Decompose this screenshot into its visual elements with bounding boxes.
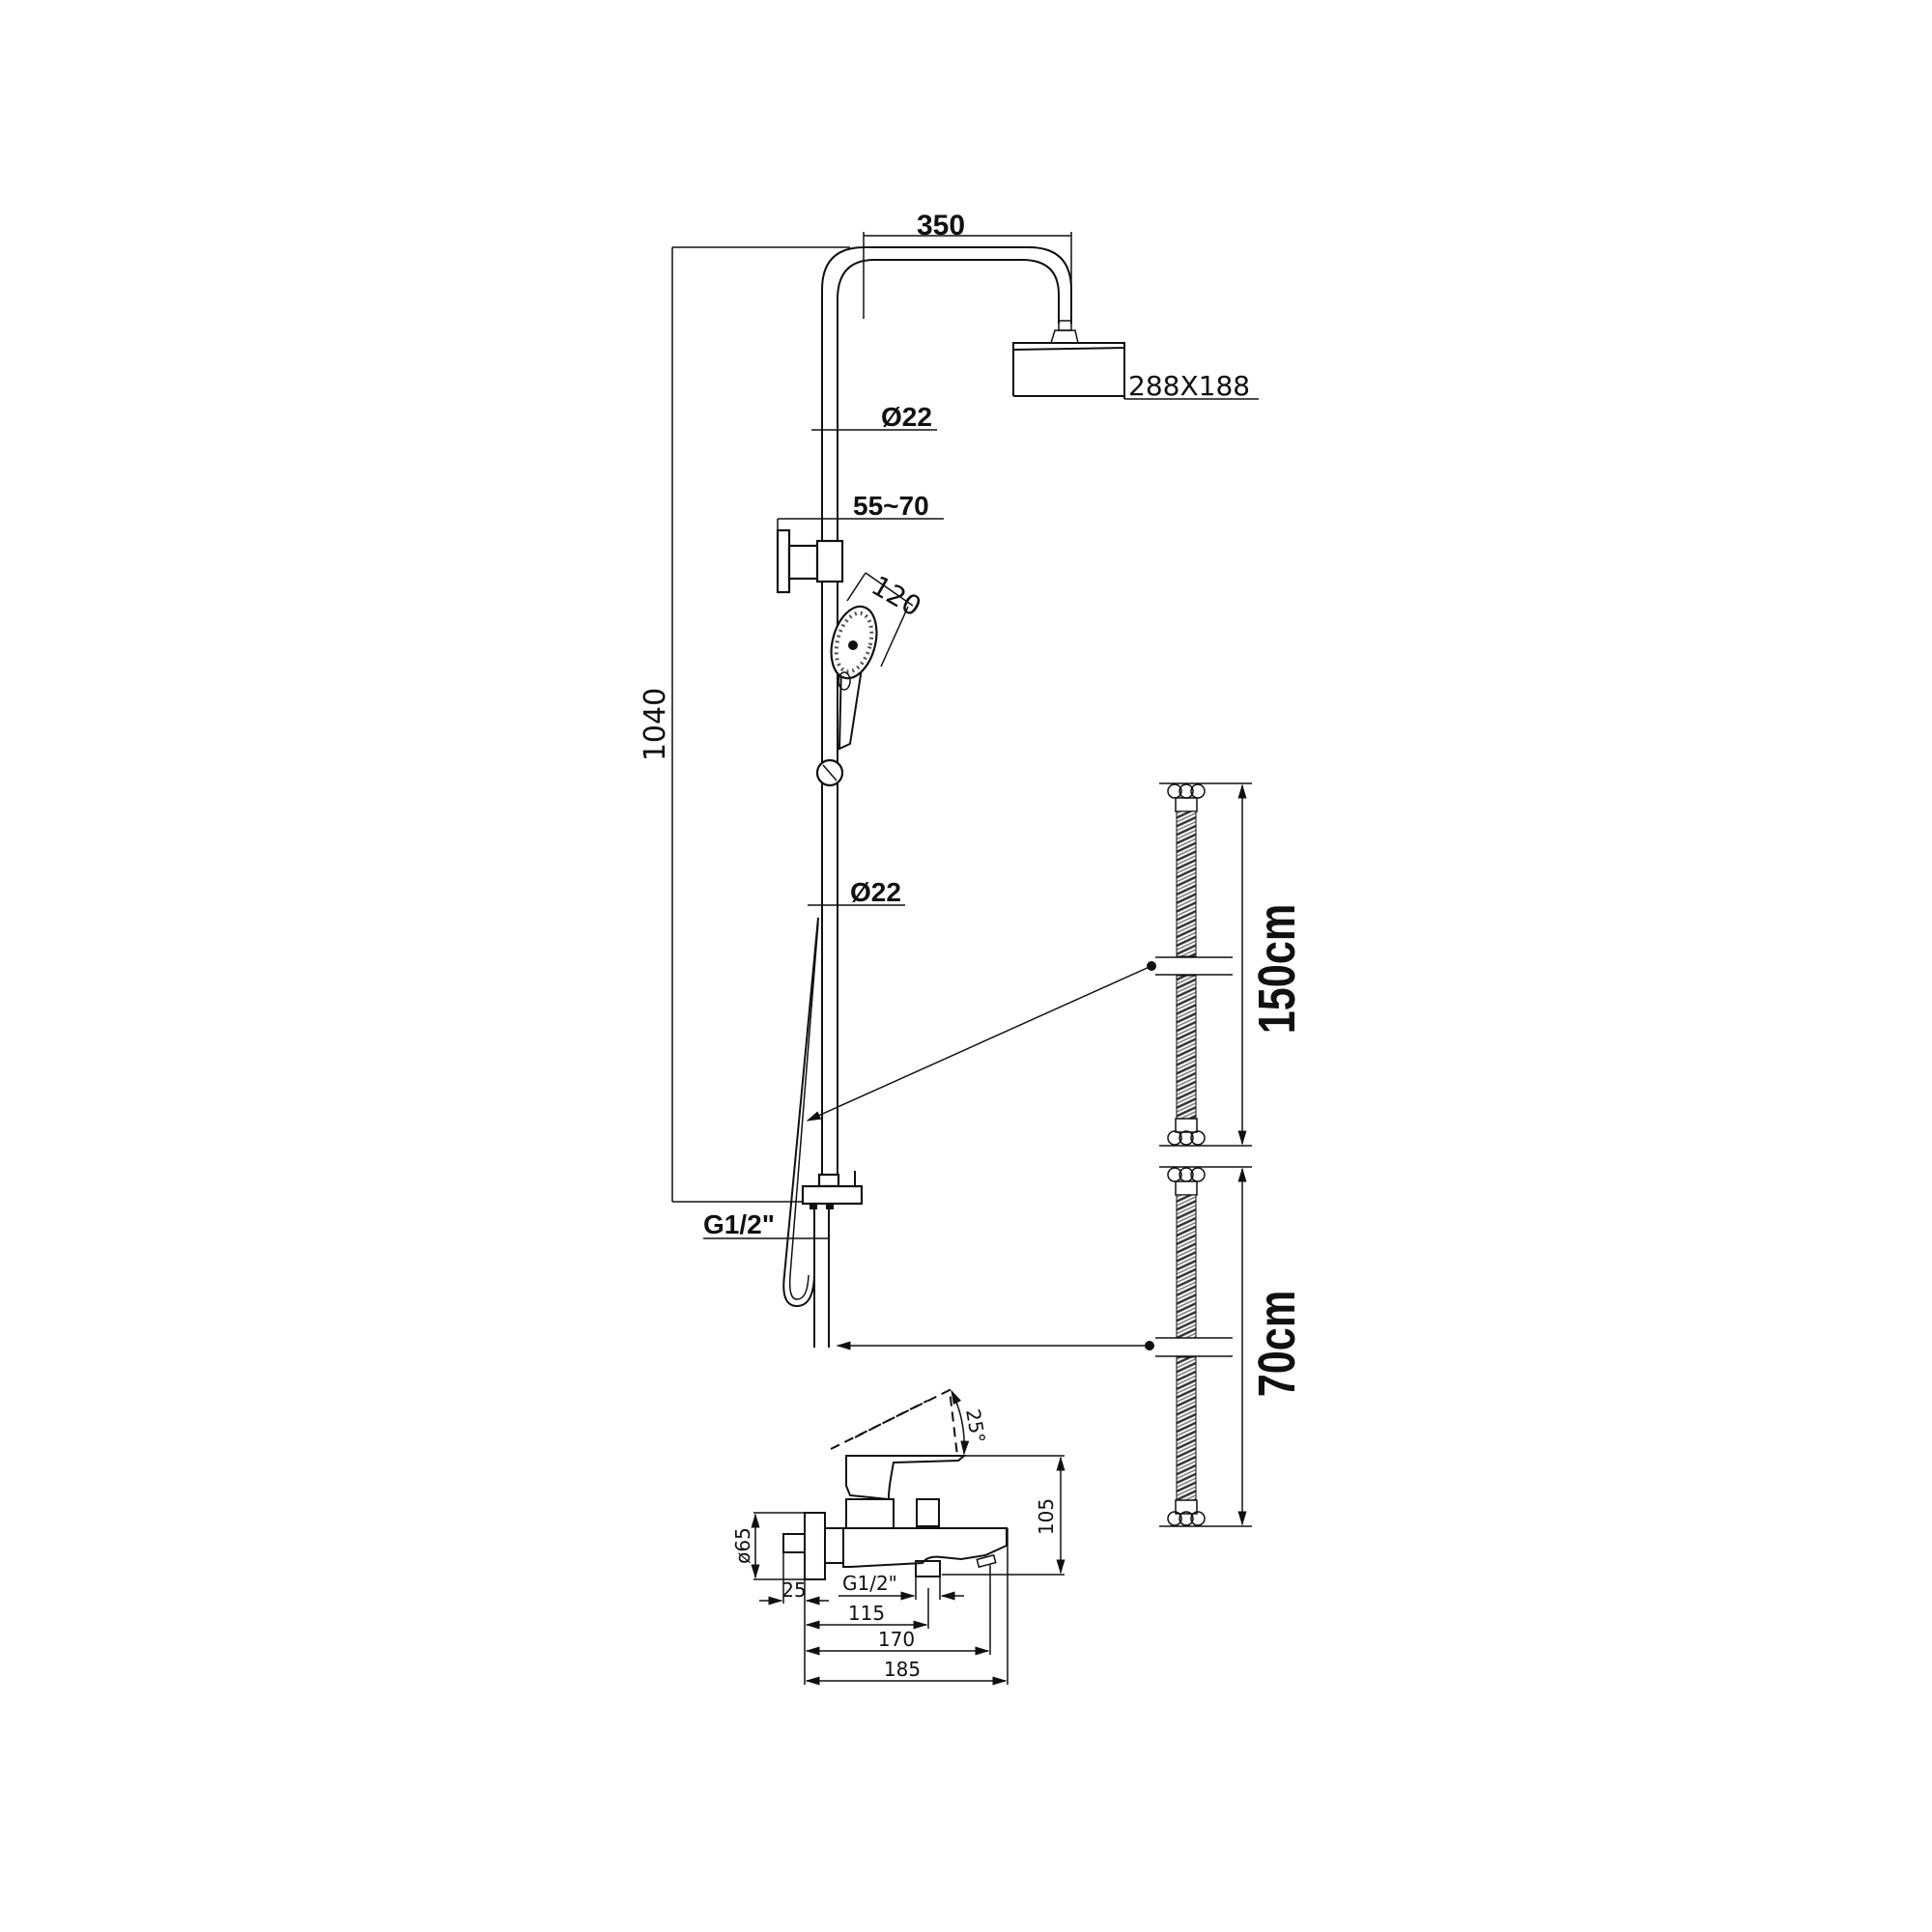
- arm-width-dimension: 350: [863, 210, 1072, 319]
- pipe-diameter-upper-label: Ø22: [881, 402, 932, 432]
- shower-column: 350 1040 288X188 Ø22 55~70: [639, 210, 1259, 1348]
- short-hose-length-label: 70cm: [1249, 1291, 1307, 1397]
- long-hose-length-label: 150cm: [1249, 904, 1307, 1034]
- hand-shower: 120: [830, 569, 927, 751]
- hand-shower-hose: [782, 917, 819, 1308]
- bath-faucet: 25° 105 ø65 25 G1/2": [731, 1388, 1065, 1686]
- hose-callouts: [806, 961, 1156, 1350]
- short-hose: 70cm: [1155, 1166, 1307, 1527]
- arm-width-label: 350: [917, 210, 965, 242]
- diverter-base: [801, 1171, 864, 1348]
- bracket-offset-label: 55~70: [853, 491, 929, 521]
- flange-diameter-label: ø65: [731, 1527, 754, 1564]
- total-length-label: 185: [884, 1658, 921, 1681]
- faucet-height-label: 105: [1035, 1498, 1058, 1535]
- lever-angle-label: 25°: [961, 1407, 990, 1445]
- riser-arm-inner: [837, 259, 1060, 1186]
- wall-bracket: [776, 528, 844, 594]
- total-height-dimension: 1040: [639, 246, 850, 1203]
- riser-arm: [821, 246, 1072, 1186]
- inlet-thread-label: G1/2": [703, 1209, 775, 1239]
- pipe-diameter-lower-label: Ø22: [850, 877, 901, 907]
- long-hose: 150cm: [1155, 782, 1307, 1147]
- outlet-distance-label: 115: [848, 1602, 885, 1625]
- rain-shower-head: 288X188: [1012, 320, 1259, 402]
- hand-shower-size-label: 120: [867, 569, 927, 622]
- total-height-label: 1040: [639, 688, 672, 761]
- outlet-thread-label: G1/2": [842, 1572, 897, 1595]
- wall-depth-label: 25: [781, 1578, 806, 1602]
- spout-outlet-distance-label: 170: [878, 1628, 915, 1651]
- head-size-label: 288X188: [1128, 370, 1250, 402]
